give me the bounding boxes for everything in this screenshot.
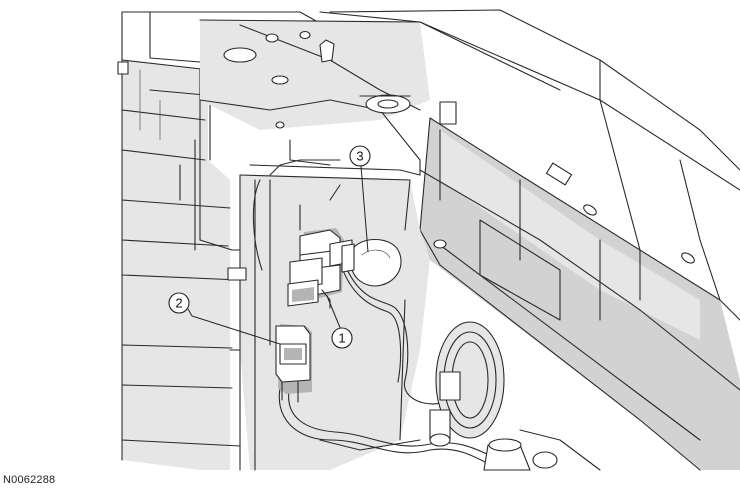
lamp-adjuster-assembly (429, 321, 601, 471)
mounting-bracket (329, 9, 740, 471)
figure-id: N0062288 (3, 474, 56, 486)
callout-1-label: 1 (338, 331, 345, 346)
callout-3-label: 3 (356, 149, 363, 164)
bulb (341, 238, 402, 287)
upper-panel (199, 11, 561, 176)
lamp-housing (227, 159, 430, 471)
callout-2: 2 (168, 292, 281, 345)
callout-2-label: 2 (175, 296, 182, 311)
callout-3: 3 (349, 145, 371, 253)
bulb-socket-connector (287, 228, 353, 309)
wiring-harness (252, 179, 506, 471)
wiring-harness-connector (275, 324, 312, 403)
callout-1: 1 (326, 295, 353, 349)
